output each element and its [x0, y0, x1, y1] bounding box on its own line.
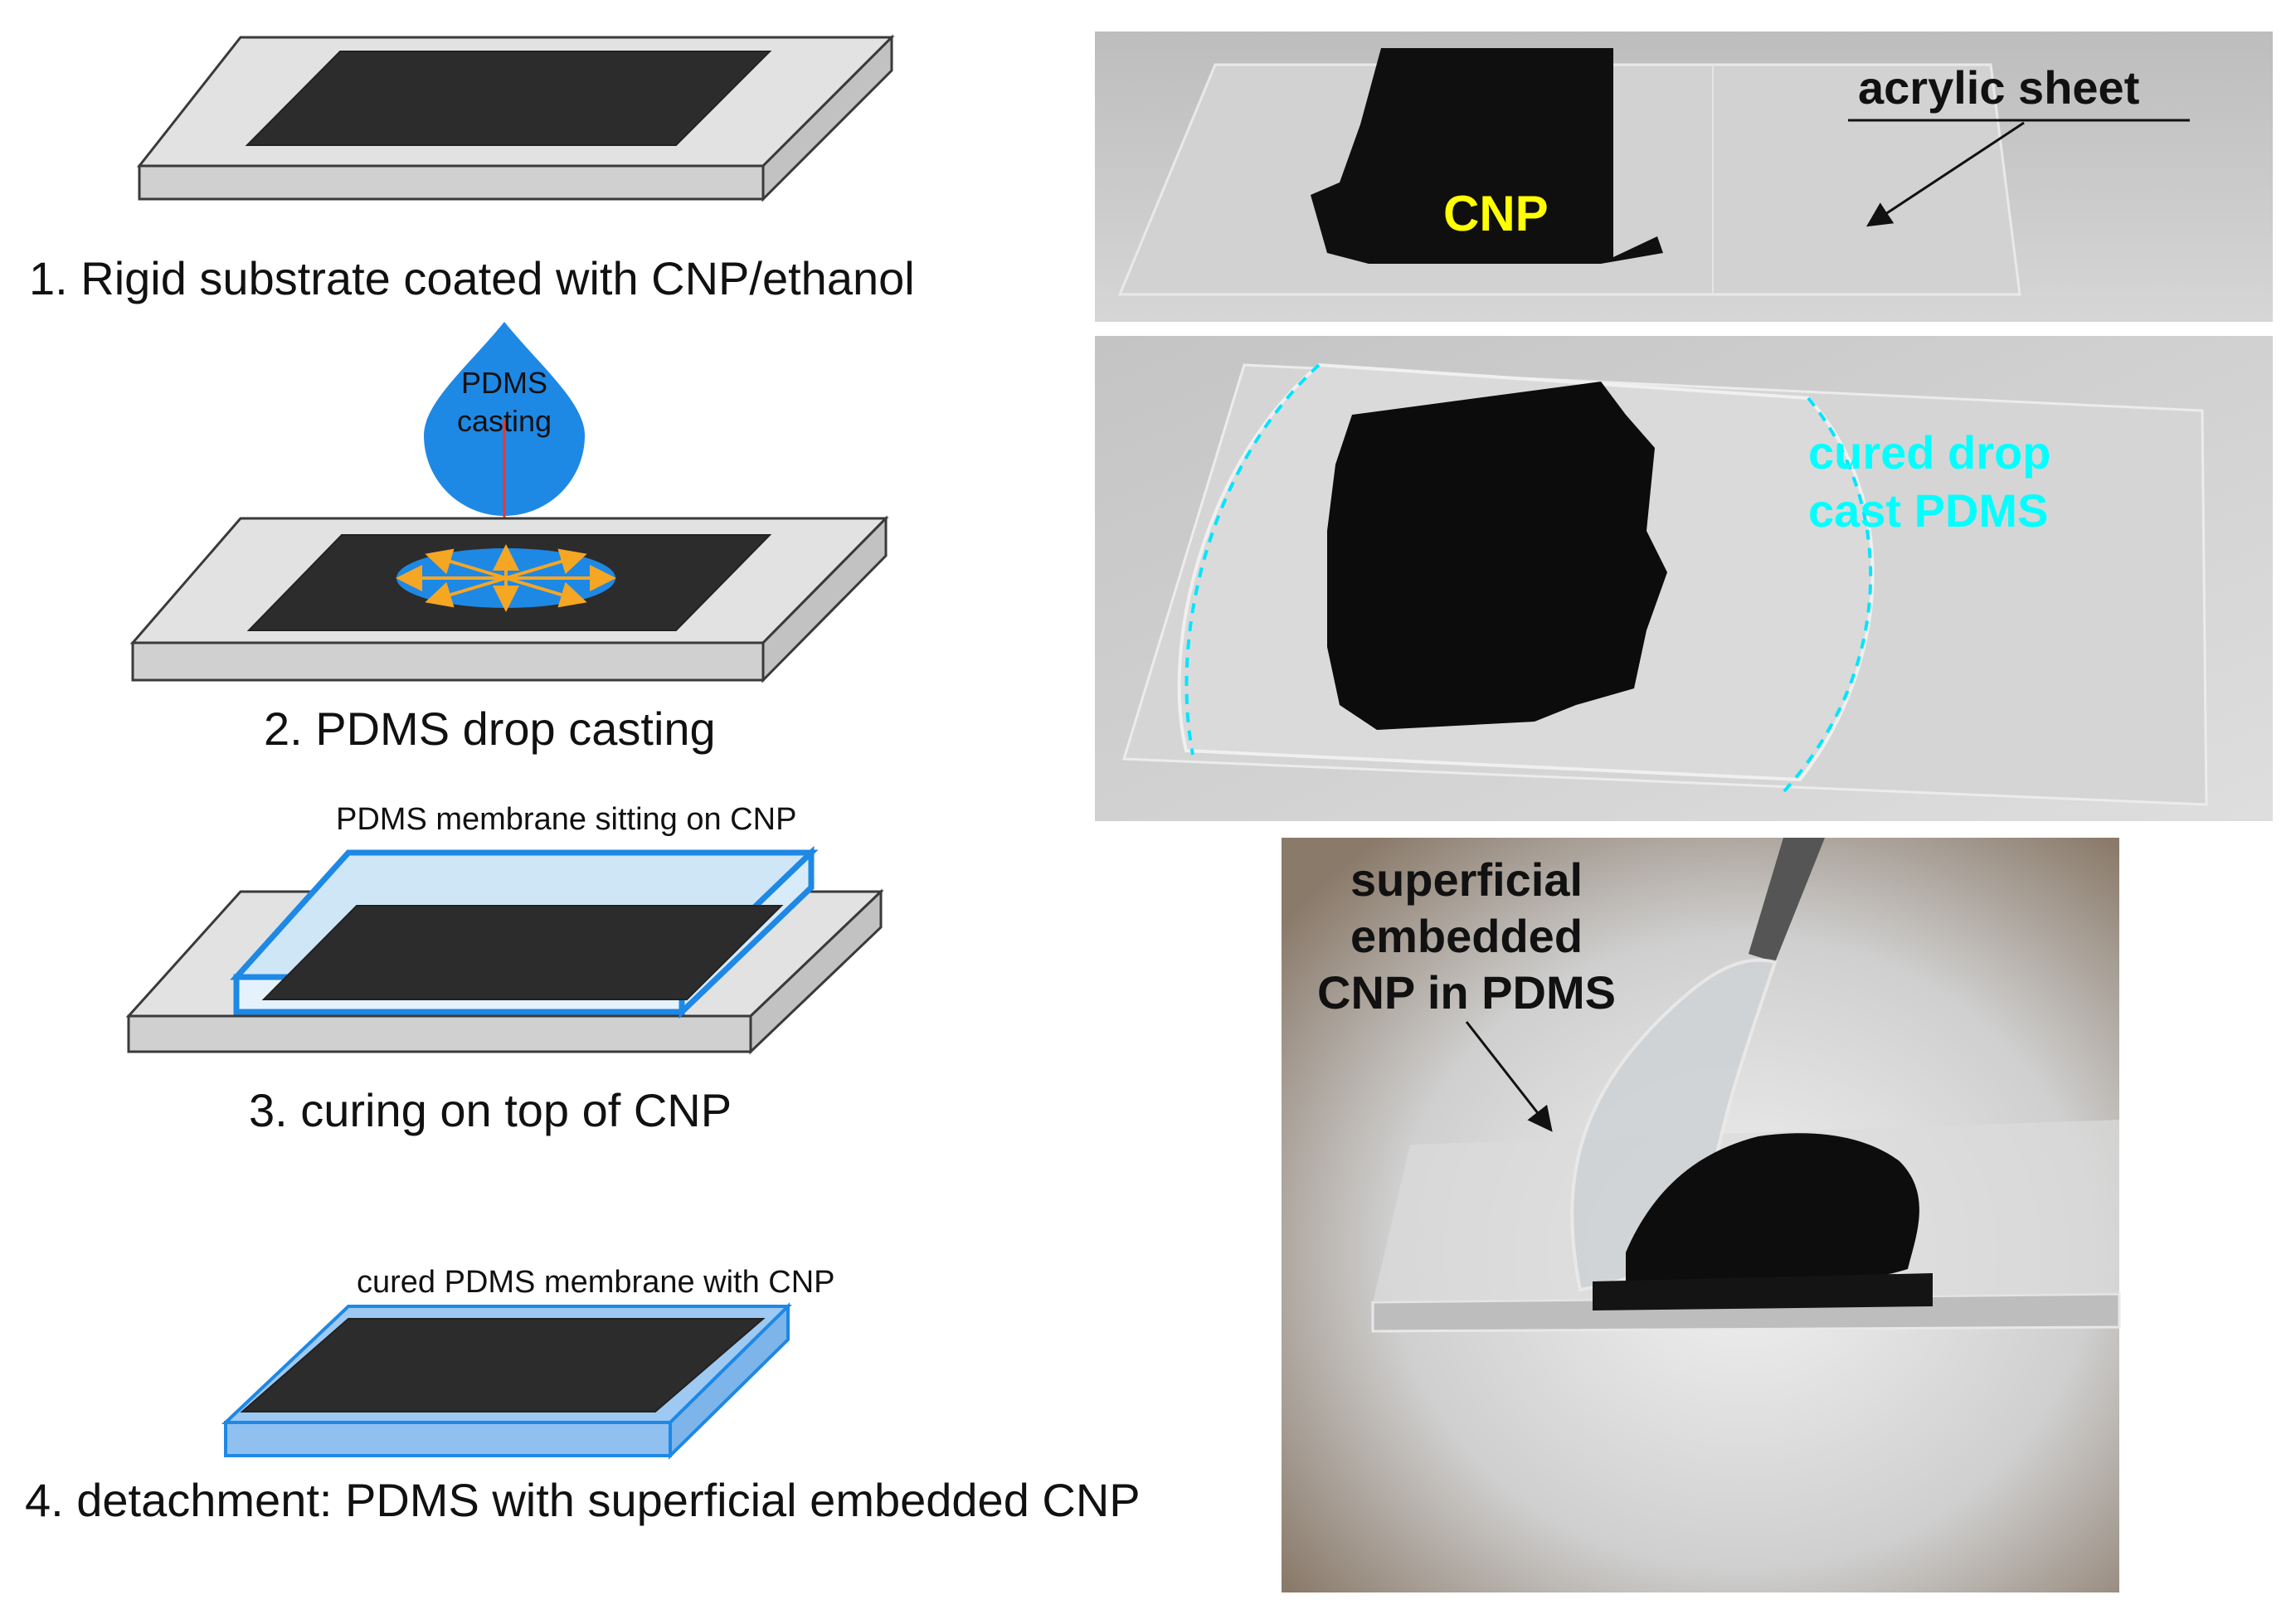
substrate-2-side-front	[131, 641, 765, 682]
membrane-pointer-arrow	[1465, 1021, 1553, 1132]
step-2-diagram: PDMS casting 2. PDMS drop casting	[129, 322, 889, 755]
drop-text-line1: PDMS	[461, 366, 547, 400]
cnp-layer-3	[261, 905, 784, 1000]
photo-bottom-label-line1: superficial	[1350, 853, 1583, 906]
step-1-label: 1. Rigid substrate coated with CNP/ethan…	[29, 252, 915, 304]
membrane-4-front	[224, 1421, 672, 1457]
photo-middle: cured drop cast PDMS	[1095, 336, 2273, 821]
cnp-patch-middle	[1327, 382, 1667, 730]
tweezers-shape	[1749, 838, 1825, 962]
membrane-4-right	[669, 1302, 790, 1460]
photo-middle-label-line1: cured drop	[1808, 426, 2050, 479]
cnp-layer-4	[240, 1318, 766, 1412]
cnp-patch-top	[1311, 48, 1663, 264]
cnp-on-membrane	[1626, 1133, 1919, 1291]
photo-bottom-label-line3: CNP in PDMS	[1317, 966, 1616, 1019]
step-1-diagram: 1. Rigid substrate coated with CNP/ethan…	[29, 34, 915, 304]
cnp-layer-1	[245, 51, 772, 146]
step-4-diagram: cured PDMS membrane with CNP 4. detachme…	[25, 1265, 1141, 1526]
photo-middle-label-line2: cast PDMS	[1808, 484, 2048, 537]
step-3-caption: PDMS membrane sitting on CNP	[336, 802, 796, 837]
photo-bottom: superficial embedded CNP in PDMS	[1282, 838, 2121, 1592]
cnp-on-sheet	[1593, 1273, 1933, 1310]
step-2-label: 2. PDMS drop casting	[264, 703, 716, 755]
substrate-1-side-right	[761, 34, 893, 202]
photo-top-cnp-label: CNP	[1443, 186, 1549, 241]
step-4-caption: cured PDMS membrane with CNP	[357, 1265, 835, 1300]
substrate-2-side-right	[761, 515, 888, 683]
step-3-diagram: PDMS membrane sitting on CNP 3. curing o…	[125, 802, 884, 1136]
substrate-3-side-front	[127, 1014, 752, 1053]
photo-top: CNP acrylic sheet	[1095, 32, 2273, 322]
photo-bottom-label-line2: embedded	[1350, 910, 1583, 962]
step-4-label: 4. detachment: PDMS with superficial emb…	[25, 1474, 1141, 1526]
photo-top-acrylic-label: acrylic sheet	[1858, 61, 2139, 114]
substrate-3-side-right	[749, 888, 883, 1055]
step-3-label: 3. curing on top of CNP	[249, 1084, 732, 1136]
acrylic-pointer-arrow	[1865, 121, 2025, 227]
spread-arrows	[396, 544, 616, 612]
cured-drop-outline-left	[1184, 363, 1321, 756]
substrate-1-side-front	[138, 164, 765, 201]
